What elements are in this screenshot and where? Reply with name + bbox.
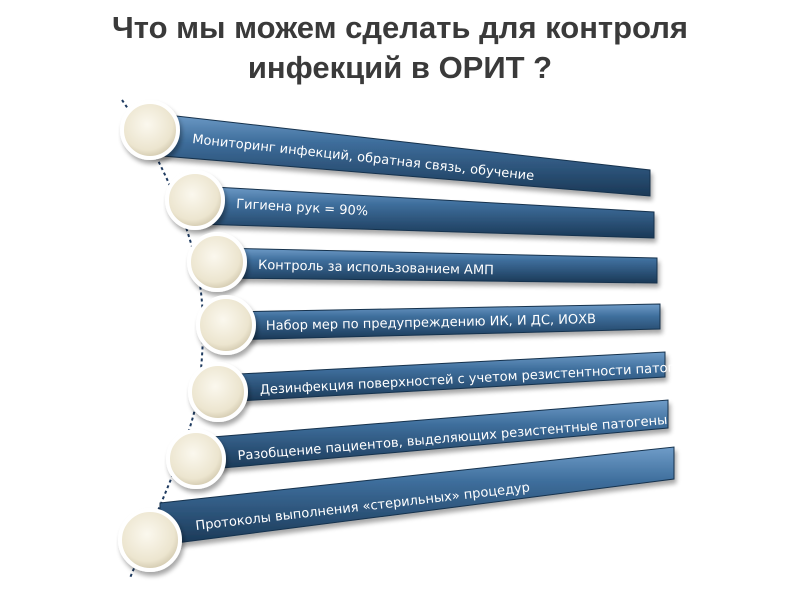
item-label: Набор мер по предупреждению ИК, И ДС, ИО… (266, 312, 596, 334)
title-line-1: Что мы можем сделать для контроля (112, 10, 688, 45)
bullet-circle (118, 508, 182, 572)
item-label: Контроль за использованием АМП (258, 258, 494, 278)
bullet-circle (120, 100, 180, 160)
title-line-2: инфекций в ОРИТ ? (247, 50, 553, 85)
bullet-circle (166, 429, 226, 489)
spine-line (121, 99, 204, 579)
list-item: Набор мер по предупреждению ИК, И ДС, ИО… (196, 295, 661, 355)
item-label: Гигиена рук = 90% (236, 197, 369, 219)
bullet-circle (196, 295, 256, 355)
list-item: Гигиена рук = 90% (165, 170, 655, 239)
bullet-circle (188, 362, 248, 422)
slide-title: Что мы можем сделать для контроля инфекц… (0, 8, 800, 88)
bullet-circle (165, 170, 225, 230)
bullet-circle (187, 232, 247, 292)
list-item: Контроль за использованием АМП (187, 232, 658, 292)
